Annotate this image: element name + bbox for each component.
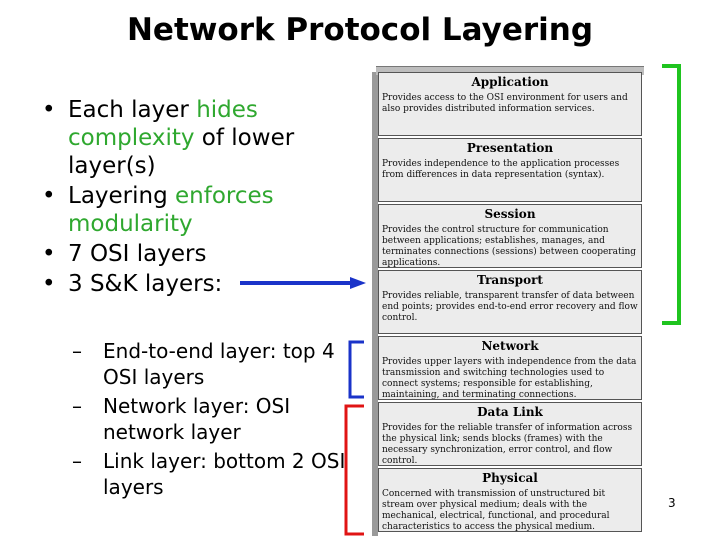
layer-data-link: Data Link Provides for the reliable tran…	[378, 402, 642, 466]
sub-bullet-dash: –	[72, 394, 82, 418]
sub-bullet-item: – Network layer: OSI network layer	[72, 394, 291, 444]
bullet-dot: •	[42, 183, 56, 209]
sub-bullet-dash: –	[72, 339, 82, 363]
page-number: 3	[668, 496, 676, 510]
bullet-item: • 3 S&K layers:	[42, 271, 223, 297]
red-bracket-icon	[344, 404, 364, 536]
layer-network: Network Provides upper layers with indep…	[378, 336, 642, 400]
layer-session: Session Provides the control structure f…	[378, 204, 642, 268]
bullet-dot: •	[42, 271, 56, 297]
layer-physical: Physical Concerned with transmission of …	[378, 468, 642, 532]
osi-layer-stack: Application Provides access to the OSI e…	[372, 62, 652, 538]
stack-side-edge	[372, 72, 378, 536]
sub-bullet-item: – End-to-end layer: top 4 OSI layers	[72, 339, 335, 389]
blue-bracket-icon	[348, 340, 364, 399]
bullet-dot: •	[42, 97, 56, 123]
stack-top-edge	[376, 66, 644, 75]
bullet-dot: •	[42, 241, 56, 267]
layer-presentation: Presentation Provides independence to th…	[378, 138, 642, 202]
bullet-item: • Layering enforces modularity	[42, 183, 274, 237]
layer-transport: Transport Provides reliable, transparent…	[378, 270, 642, 334]
sub-bullet-item: – Link layer: bottom 2 OSI layers	[72, 449, 346, 499]
arrow-icon	[240, 277, 366, 289]
green-bracket-icon	[662, 64, 681, 325]
bullet-item: • Each layer hides complexity of lower l…	[42, 97, 295, 179]
slide-title: Network Protocol Layering	[126, 12, 594, 48]
sub-bullet-dash: –	[72, 449, 82, 473]
sub-bullet-list: – End-to-end layer: top 4 OSI layers – N…	[72, 338, 372, 503]
bullet-item: • 7 OSI layers	[42, 241, 207, 267]
layer-application: Application Provides access to the OSI e…	[378, 72, 642, 136]
bullet-list: • Each layer hides complexity of lower l…	[40, 96, 370, 300]
